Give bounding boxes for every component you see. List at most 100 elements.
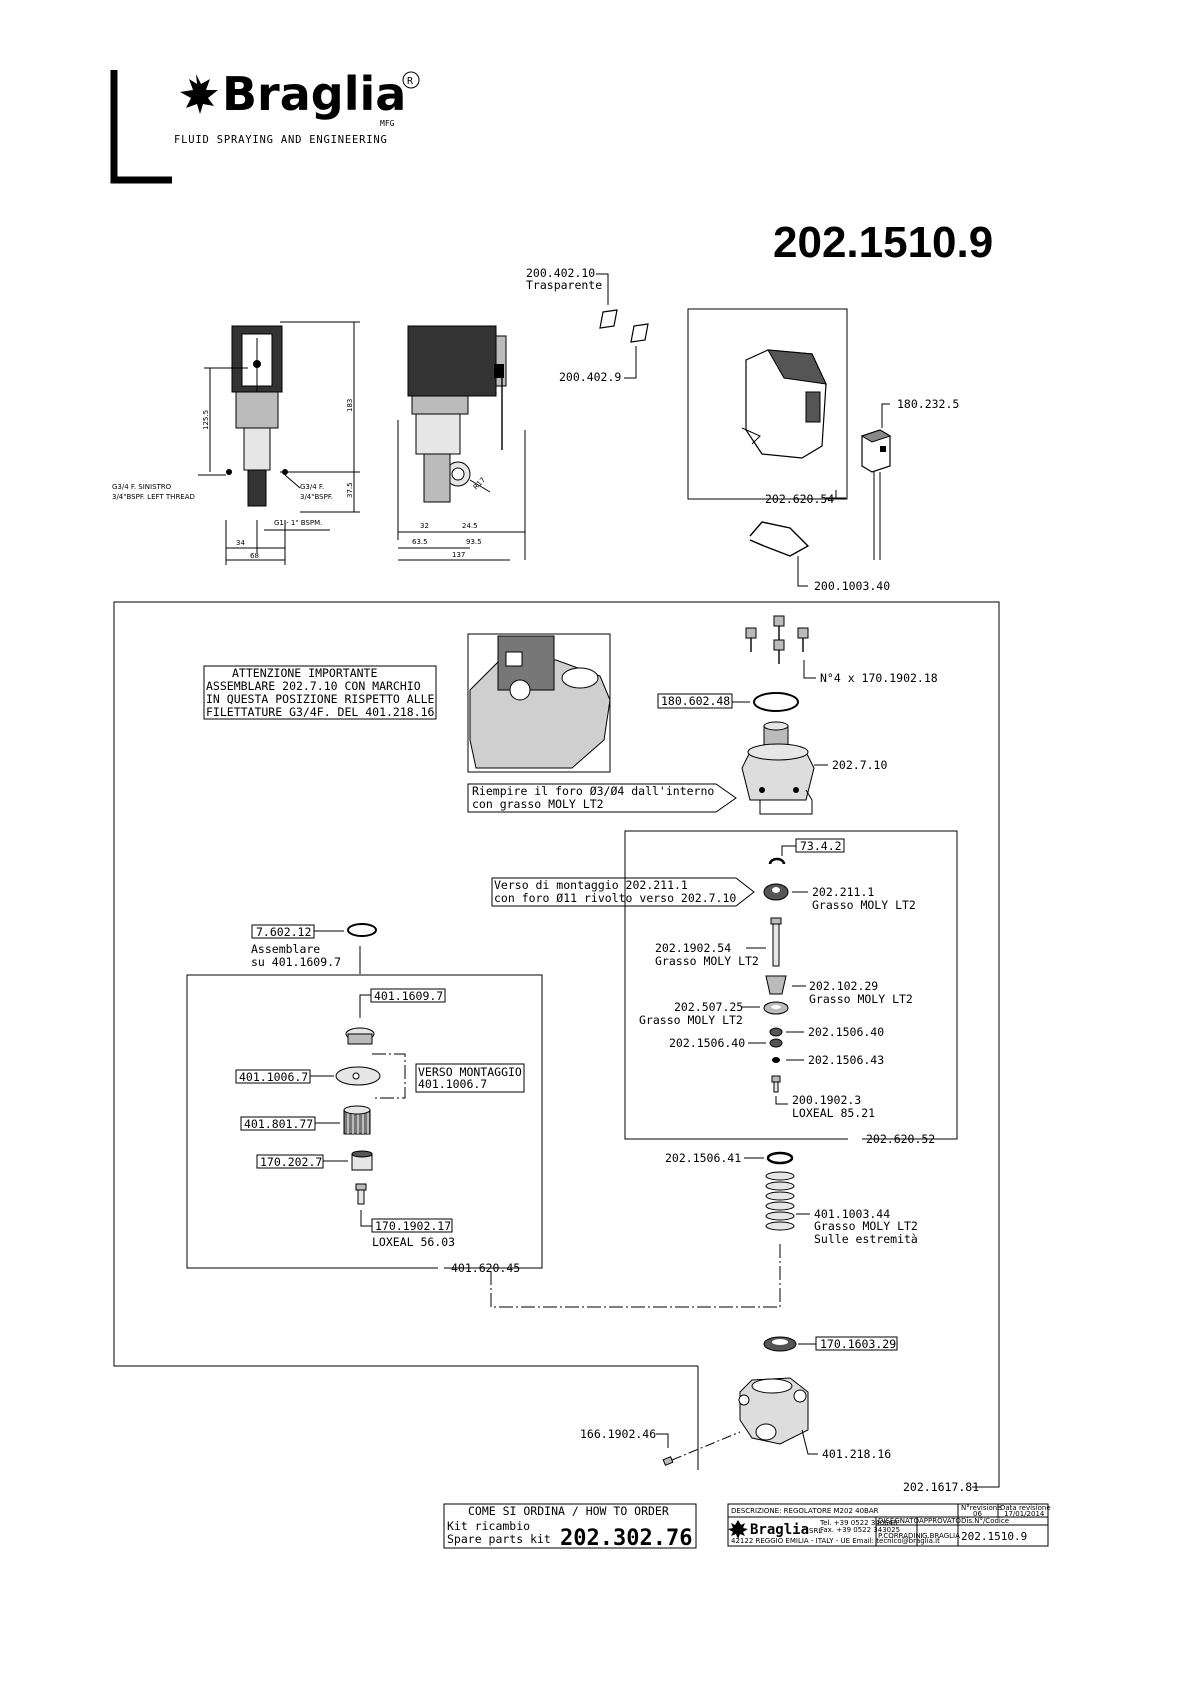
warning-line2: ASSEMBLARE 202.7.10 CON MARCHIO xyxy=(206,679,421,693)
label-grease-2: Grasso MOLY LT2 xyxy=(655,954,759,968)
warning-line3: IN QUESTA POSIZIONE RISPETTO ALLE xyxy=(206,692,435,706)
dim-93-5: 93.5 xyxy=(466,538,482,546)
side-view-drawing: 32 24.5 63.5 93.5 137 R17 xyxy=(397,325,526,561)
brand-name: Braglia xyxy=(222,67,406,121)
tb-code-value: 202.1510.9 xyxy=(961,1530,1027,1543)
port-left-line1: G3/4 F. SINISTRO xyxy=(112,483,172,491)
label-200-402-9: 200.402.9 xyxy=(559,370,621,384)
valve-body-shape xyxy=(738,1377,809,1445)
label-200-1902-3: 200.1902.3 xyxy=(792,1093,861,1107)
order-line1: Kit ricambio xyxy=(447,1519,530,1533)
bottom-body: 170.1603.29 401.218.16 166.1902.46 xyxy=(580,1336,898,1466)
label-170-1603-29: 170.1603.29 xyxy=(820,1337,896,1351)
port-right-line1: G3/4 F. xyxy=(300,483,324,491)
label-assemble-2: su 401.1609.7 xyxy=(251,955,341,969)
tb-revision-value: 06 xyxy=(973,1510,982,1518)
fill-line1: Riempire il foro Ø3/Ø4 dall'interno xyxy=(472,784,714,798)
warning-line4: FILETTATURE G3/4F. DEL 401.218.16 xyxy=(206,705,435,719)
label-401-801-77: 401.801.77 xyxy=(244,1117,313,1131)
label-grease-3: Grasso MOLY LT2 xyxy=(809,992,913,1006)
tb-description: DESCRIZIONE: REGOLATORE M202 40BAR xyxy=(731,1507,879,1515)
order-title: COME SI ORDINA / HOW TO ORDER xyxy=(468,1504,669,1518)
label-202-1617-81: 202.1617.81 xyxy=(903,1480,979,1494)
leaf-icon xyxy=(180,74,218,114)
dim-63-5: 63.5 xyxy=(412,538,428,546)
spring-assembly: 202.1506.41 401.1003.44 Grasso MOLY LT2 … xyxy=(490,1151,918,1308)
tb-date-value: 17/01/2014 xyxy=(1004,1510,1045,1518)
label-202-1506-40-left: 202.1506.40 xyxy=(669,1036,745,1050)
mount-line2: con foro Ø11 rivolto verso 202.7.10 xyxy=(494,891,736,905)
body-202-7-10-shape xyxy=(741,721,815,801)
label-loxeal-85-21: LOXEAL 85.21 xyxy=(792,1106,875,1120)
dim-24-5: 24.5 xyxy=(462,522,478,530)
brand-logo: Braglia R MFG FLUID SPRAYING AND ENGINEE… xyxy=(110,67,420,184)
order-kit-code: 202.302.76 xyxy=(560,1526,692,1551)
brand-mfg: MFG xyxy=(380,119,395,128)
warning-note: ATTENZIONE IMPORTANTE ASSEMBLARE 202.7.1… xyxy=(203,665,437,720)
label-202-7-10: 202.7.10 xyxy=(832,758,887,772)
label-grease-5: Grasso MOLY LT2 xyxy=(814,1219,918,1233)
kit-202-620-52: 202.620.52 Verso di montaggio 202.211.1 … xyxy=(491,830,958,1146)
label-401-218-16: 401.218.16 xyxy=(822,1447,891,1461)
title-block: DESCRIZIONE: REGOLATORE M202 40BAR N°rev… xyxy=(727,1503,1051,1547)
order-box: COME SI ORDINA / HOW TO ORDER Kit ricamb… xyxy=(443,1503,697,1551)
dim-183: 183 xyxy=(346,399,354,412)
tb-drawn-value: P.CORRADINI xyxy=(878,1532,923,1540)
label-200-402-10: 200.402.10 xyxy=(526,266,595,280)
port-right-line2: 3/4"BSPF. xyxy=(300,493,333,501)
dim-g1-bspm: G1 - 1" BSPM. xyxy=(274,519,322,527)
label-grease-1: Grasso MOLY LT2 xyxy=(812,898,916,912)
verso-line1: VERSO MONTAGGIO xyxy=(418,1065,522,1079)
screw-170-1902-17-shape xyxy=(355,1183,367,1191)
dim-125-5: 125.5 xyxy=(202,410,210,430)
clip-shape xyxy=(749,521,810,557)
tb-code-label: Dis.N°/Codice xyxy=(961,1517,1009,1525)
label-202-507-25: 202.507.25 xyxy=(674,1000,743,1014)
warning-line1: ATTENZIONE IMPORTANTE xyxy=(232,666,377,680)
grub-screw-shape xyxy=(662,1456,674,1466)
label-202-1902-54: 202.1902.54 xyxy=(655,941,731,955)
kit-401-620-45: 7.602.12 Assemblare su 401.1609.7 401.62… xyxy=(186,923,543,1275)
top-parts: 200.402.10 Trasparente 200.402.9 202.620… xyxy=(526,266,959,593)
tb-revision-label: N°revisione xyxy=(961,1504,1001,1512)
label-401-1609-7: 401.1609.7 xyxy=(374,989,443,1003)
label-200-1003-40: 200.1003.40 xyxy=(814,579,890,593)
dim-68: 68 xyxy=(250,552,259,560)
label-screws: N°4 x 170.1902.18 xyxy=(820,671,938,685)
tb-fax: Fax. +39 0522 343025 xyxy=(820,1526,900,1534)
section-view xyxy=(467,633,611,773)
pin-shape xyxy=(770,917,782,925)
label-401-1006-7: 401.1006.7 xyxy=(239,1070,308,1084)
oring-7-602-12-shape xyxy=(347,923,377,937)
part-200-1902-3-shape xyxy=(771,1075,781,1083)
label-401-620-45: 401.620.45 xyxy=(451,1261,520,1275)
label-7-602-12: 7.602.12 xyxy=(256,925,311,939)
label-202-211-1: 202.211.1 xyxy=(812,885,874,899)
oring-shape xyxy=(753,692,799,712)
verso-line2: 401.1006.7 xyxy=(418,1077,487,1091)
label-180-602-48: 180.602.48 xyxy=(661,694,730,708)
tb-leaf-icon xyxy=(728,1520,748,1539)
tb-tel: Tel. +39 0522 340648 xyxy=(819,1519,898,1527)
tb-approved-label: APPROVATO xyxy=(919,1517,961,1525)
label-trasparente: Trasparente xyxy=(526,278,602,292)
label-grease-4: Grasso MOLY LT2 xyxy=(639,1013,743,1027)
part-202-1506-40-top xyxy=(769,1027,783,1037)
ring-shape xyxy=(768,857,786,865)
mount-line1: Verso di montaggio 202.211.1 xyxy=(494,878,688,892)
dim-137: 137 xyxy=(452,551,465,559)
spring-shape xyxy=(765,1171,795,1231)
fill-line2: con grasso MOLY LT2 xyxy=(472,797,604,811)
label-202-1506-41: 202.1506.41 xyxy=(665,1151,741,1165)
cover-frame xyxy=(687,308,848,500)
dim-37-5: 37.5 xyxy=(346,482,354,498)
label-73-4-2: 73.4.2 xyxy=(800,839,842,853)
part-202-1506-40-bottom xyxy=(769,1038,783,1048)
label-loxeal-56-03: LOXEAL 56.03 xyxy=(372,1235,455,1249)
tb-drawn-label: DISEGNATO xyxy=(878,1517,920,1525)
dim-34: 34 xyxy=(236,539,245,547)
lens-shape xyxy=(630,323,649,343)
part-202-1506-43-shape xyxy=(772,1057,780,1063)
lens-transparent-shape xyxy=(599,309,618,329)
